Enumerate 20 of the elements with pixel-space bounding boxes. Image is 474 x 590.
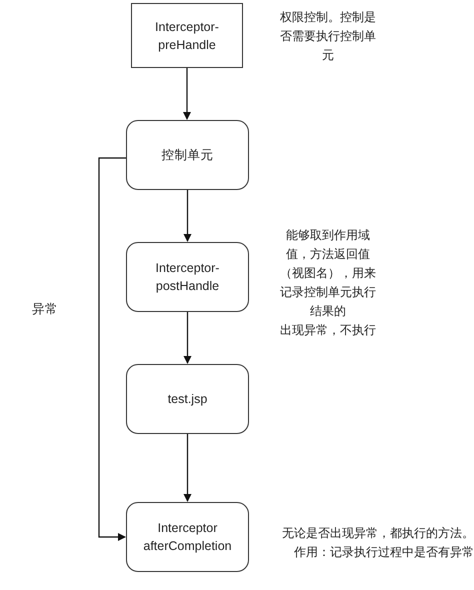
rounded-process-box [126,242,249,312]
box-text: test.jsp [168,391,208,408]
arrow [184,190,192,242]
box-text: 控制单元 [162,147,214,164]
box-text: Interceptor afterCompletion [142,520,233,555]
box-text: Interceptor-postHandle [154,260,220,295]
annotation-note: 能够取到作用域值，方法返回值（视图名），用来记录控制单元执行结果的 [279,227,377,320]
rounded-process-box [126,364,249,434]
annotation-note: 作用：记录执行过程中是否有异常 [293,544,474,561]
box-text: Interceptor-preHandle [154,18,220,54]
arrow [98,157,126,541]
rounded-process-box [126,120,249,190]
annotation-note: 出现异常，不执行 [279,322,377,339]
annotation-note: 权限控制。控制是否需要执行控制单元 [279,9,377,64]
annotation-note: 无论是否出现异常，都执行的方法。 [281,525,474,542]
arrow [184,312,192,364]
rounded-process-box [126,502,249,572]
process-box [131,3,243,68]
arrow [184,434,192,502]
arrow [183,68,191,120]
